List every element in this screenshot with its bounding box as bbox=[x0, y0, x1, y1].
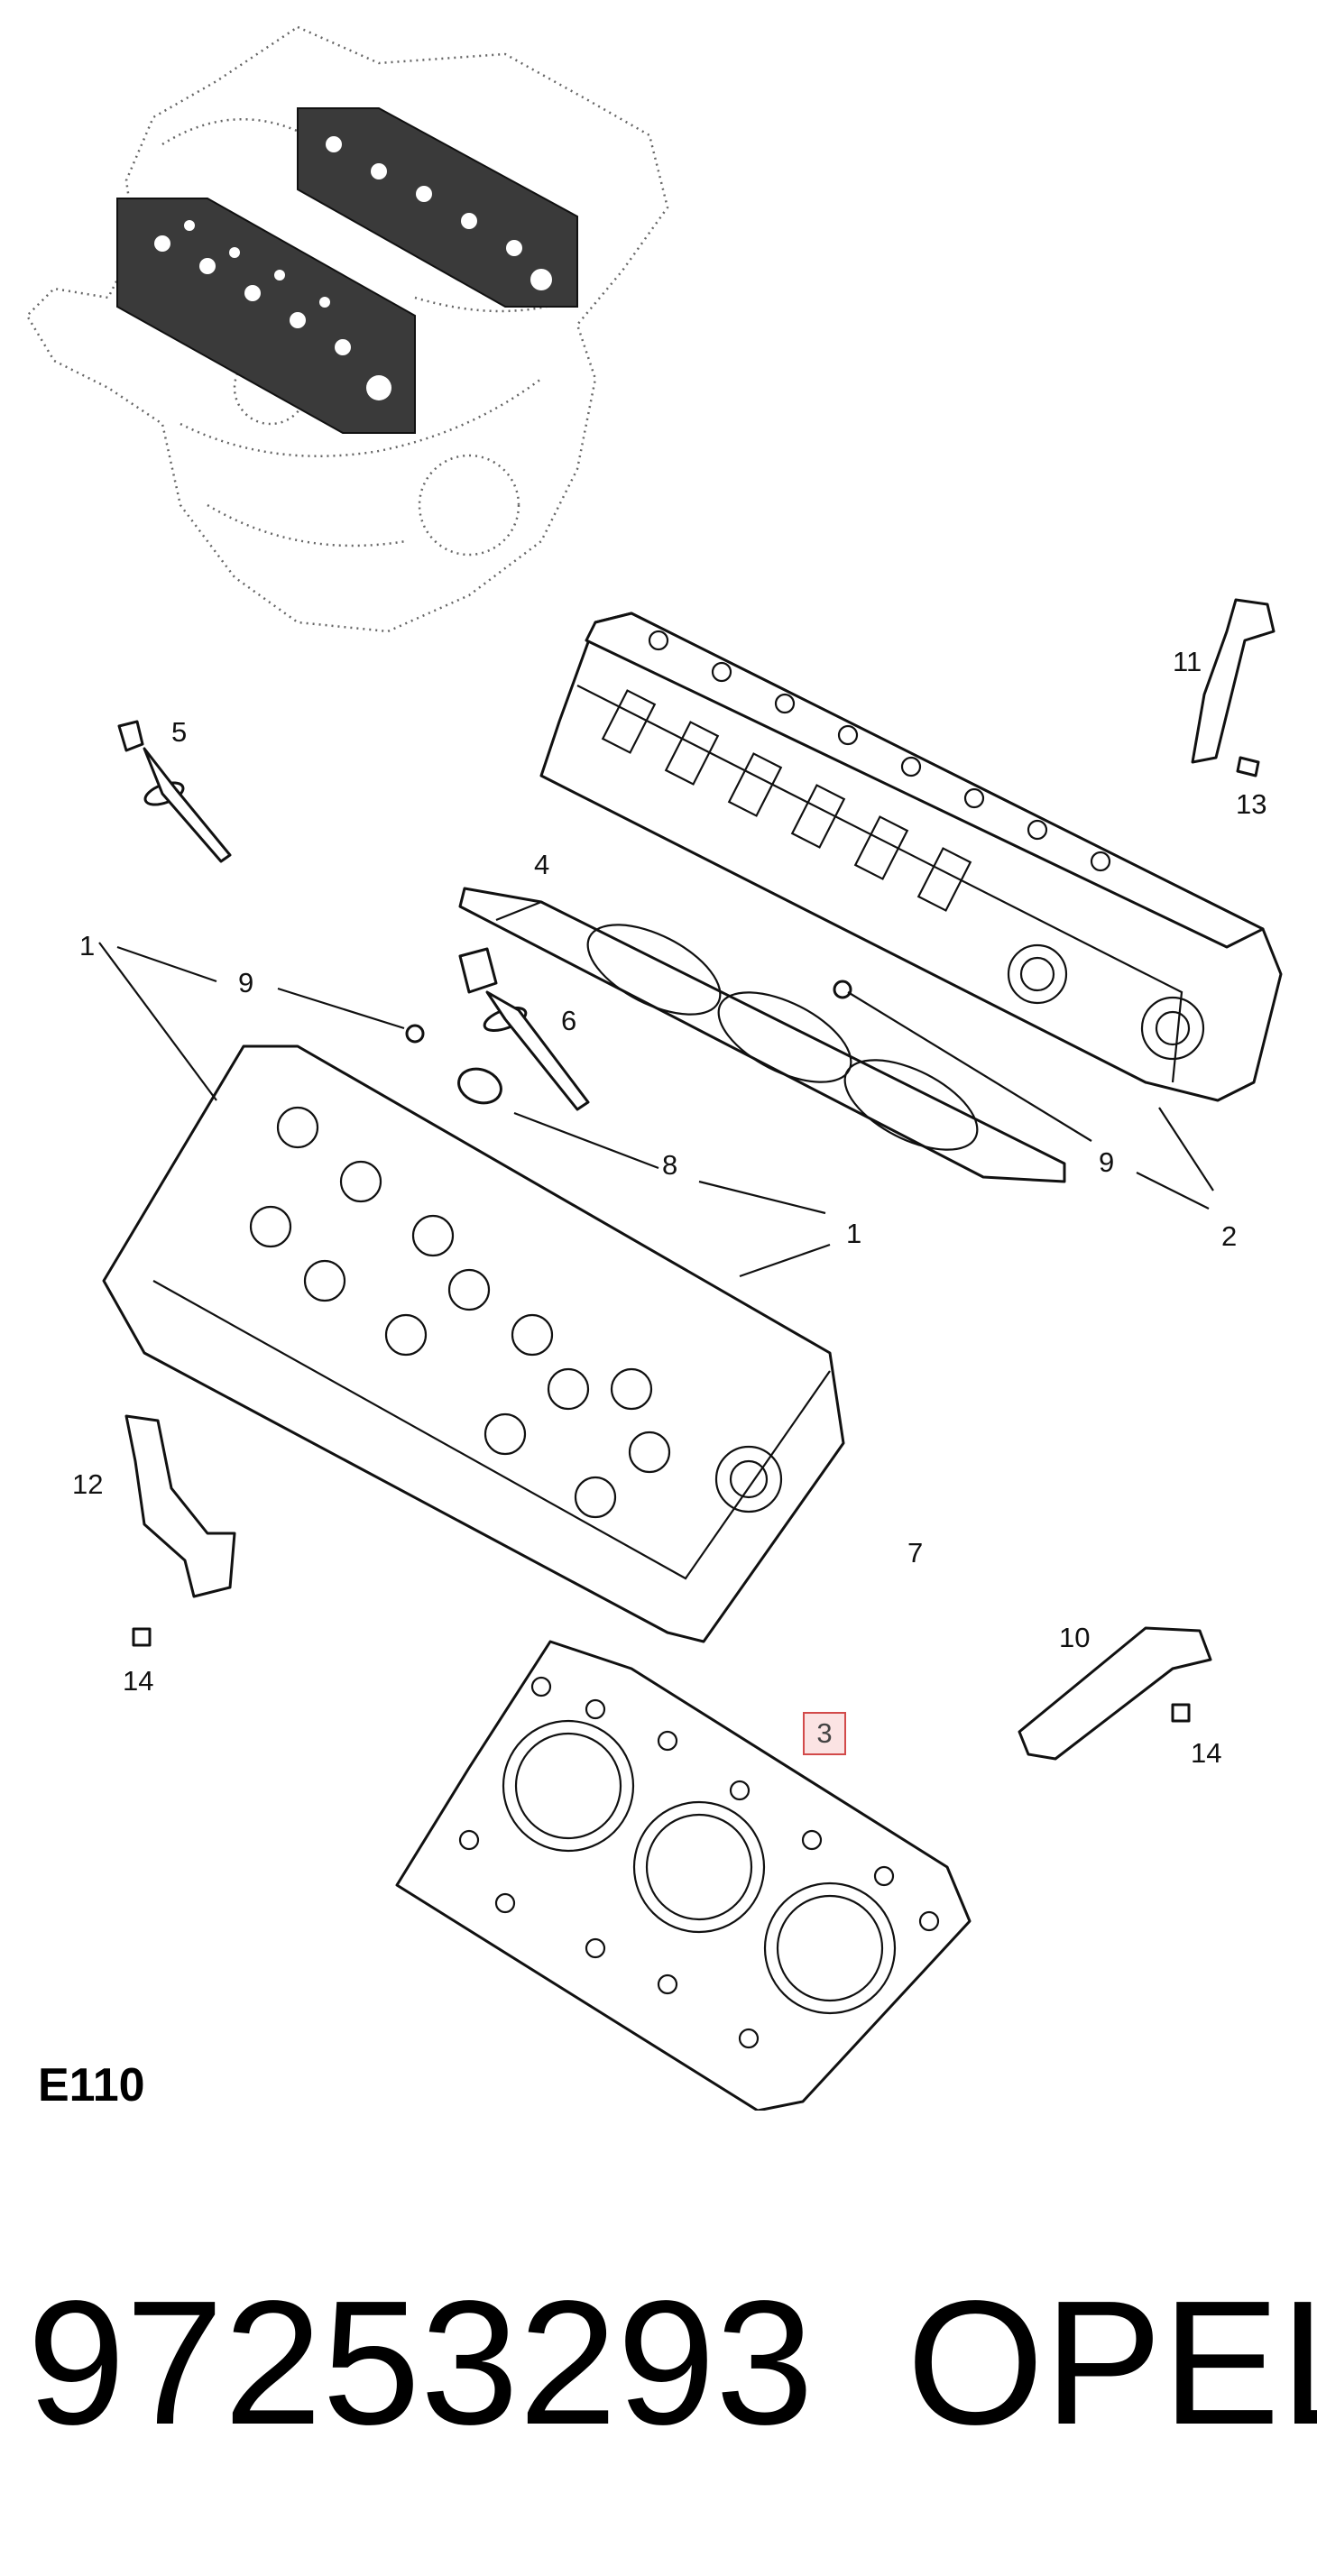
callout-14-right: 14 bbox=[1191, 1737, 1222, 1769]
callout-14-left: 14 bbox=[123, 1665, 154, 1697]
callout-1-right: 1 bbox=[846, 1218, 862, 1249]
bolt-6 bbox=[458, 947, 590, 1111]
figure-code: E110 bbox=[38, 2059, 145, 2111]
callout-8: 8 bbox=[662, 1149, 678, 1181]
callout-9-left: 9 bbox=[238, 967, 254, 998]
ring-9-left bbox=[405, 1024, 425, 1044]
dowel-8 bbox=[457, 1067, 502, 1105]
callout-7: 7 bbox=[907, 1537, 924, 1569]
callout-13: 13 bbox=[1236, 788, 1267, 820]
callout-4: 4 bbox=[534, 849, 550, 880]
ring-9-right bbox=[833, 980, 852, 999]
bolt-13 bbox=[1236, 756, 1260, 777]
cylinder-head-right bbox=[539, 612, 1283, 1102]
callout-3-highlighted[interactable]: 3 bbox=[803, 1712, 846, 1755]
exploded-parts-diagram bbox=[25, 25, 1283, 2111]
bracket-12 bbox=[124, 1414, 236, 1598]
bolt-5 bbox=[117, 720, 232, 863]
bolt-14-right bbox=[1171, 1703, 1191, 1723]
bracket-11 bbox=[1191, 598, 1276, 764]
bolt-14-left bbox=[132, 1627, 152, 1647]
bracket-10 bbox=[1018, 1626, 1212, 1761]
callout-2: 2 bbox=[1221, 1220, 1238, 1252]
head-gasket-lower bbox=[395, 1640, 972, 2111]
cylinder-head-left bbox=[102, 1044, 845, 1643]
callout-12: 12 bbox=[72, 1468, 104, 1500]
callout-1-left: 1 bbox=[79, 930, 96, 961]
leader-lines bbox=[98, 900, 1214, 1278]
callout-11: 11 bbox=[1173, 646, 1202, 677]
callout-6: 6 bbox=[561, 1005, 577, 1036]
brand-name: OPEL bbox=[907, 2264, 1317, 2461]
engine-overview-illustration bbox=[25, 25, 669, 633]
callout-9-right: 9 bbox=[1099, 1146, 1115, 1178]
callout-10: 10 bbox=[1059, 1622, 1091, 1653]
part-number: 97253293 bbox=[27, 2264, 815, 2461]
callout-5: 5 bbox=[171, 716, 188, 748]
part-footer: 97253293 OPEL bbox=[27, 2264, 1317, 2461]
